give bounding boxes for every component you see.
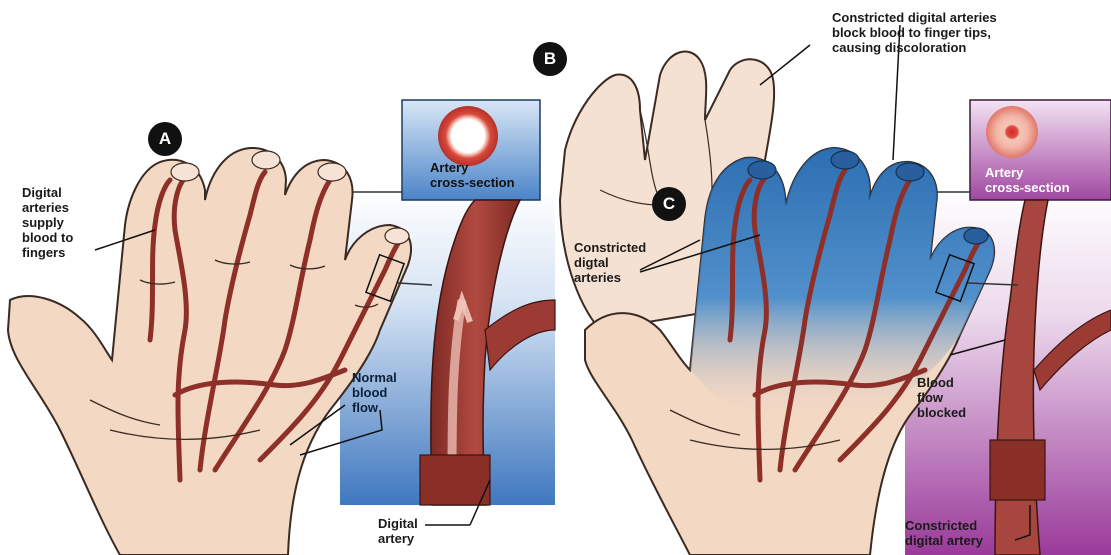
label-artery-cross-section-constricted: Artery cross-section <box>985 165 1070 195</box>
label-digital-arteries-supply: Digital arteries supply blood to fingers <box>22 185 73 260</box>
label-normal-blood-flow: Normal blood flow <box>352 370 397 415</box>
normal-artery-lumen <box>438 106 498 166</box>
panel-c-badge: C <box>652 187 686 221</box>
label-constricted-digtal-arteries: Constricted digtal arteries <box>574 240 646 285</box>
label-constricted-top: Constricted digital arteries block blood… <box>832 10 997 55</box>
label-artery-cross-section-normal: Artery cross-section <box>430 160 515 190</box>
constricted-artery-lumen <box>986 106 1038 158</box>
label-blood-flow-blocked: Blood flow blocked <box>917 375 966 420</box>
label-digital-artery: Digital artery <box>378 516 418 546</box>
label-constricted-digital-artery: Constricted digital artery <box>905 518 983 548</box>
panel-b-badge: B <box>533 42 567 76</box>
panel-a-badge: A <box>148 122 182 156</box>
